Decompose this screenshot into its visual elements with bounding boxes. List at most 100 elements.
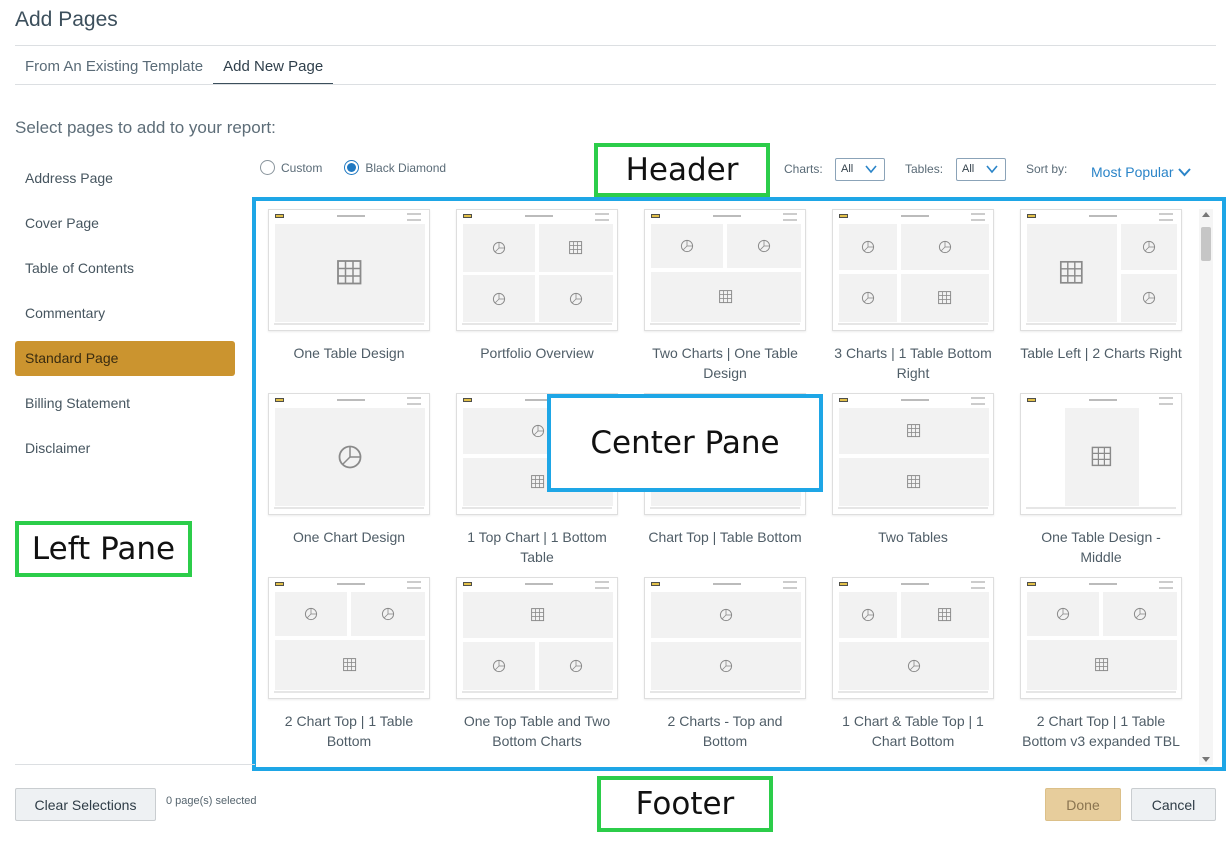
annotation-header: Header	[594, 143, 770, 197]
pie-chart-icon	[719, 659, 733, 673]
thumbnail-chart-panel	[539, 642, 613, 690]
thumbnail-footer-line	[1026, 323, 1176, 325]
radio-black-diamond-circle[interactable]	[344, 160, 360, 175]
thumbnail-table-panel	[839, 458, 989, 506]
template-card[interactable]: Two Tables	[832, 393, 994, 547]
thumbnail-chart-panel	[727, 224, 801, 268]
template-thumbnail[interactable]	[456, 577, 618, 699]
left-pane-nav: Address Page Cover Page Table of Content…	[15, 161, 235, 476]
template-card[interactable]: Two Charts | One Table Design	[644, 209, 806, 383]
table-icon	[938, 291, 952, 305]
thumbnail-footer-line	[838, 323, 988, 325]
thumbnail-chart-panel	[463, 642, 535, 690]
template-thumbnail[interactable]	[832, 209, 994, 331]
template-thumbnail[interactable]	[456, 209, 618, 331]
nav-item-table-of-contents[interactable]: Table of Contents	[25, 260, 134, 276]
nav-item-cover-page[interactable]: Cover Page	[25, 215, 99, 231]
radio-custom-circle[interactable]	[260, 160, 275, 175]
nav-item-standard-page[interactable]: Standard Page	[15, 341, 235, 376]
nav-item-address-page[interactable]: Address Page	[25, 170, 113, 186]
template-thumbnail[interactable]	[1020, 577, 1182, 699]
radio-custom-label: Custom	[281, 160, 323, 175]
sort-dropdown[interactable]: Most Popular	[1091, 164, 1192, 180]
pie-chart-icon	[757, 239, 771, 253]
template-card[interactable]: 3 Charts | 1 Table Bottom Right	[832, 209, 994, 383]
annotation-footer-text: Footer	[635, 786, 735, 822]
template-thumbnail[interactable]	[832, 577, 994, 699]
thumbnail-chart-panel	[839, 642, 989, 690]
template-thumbnail[interactable]	[268, 577, 430, 699]
template-thumbnail[interactable]	[644, 577, 806, 699]
thumbnail-table-panel	[539, 224, 613, 272]
template-label: One Chart Design	[292, 529, 406, 545]
tables-filter-select[interactable]: All	[956, 158, 1006, 181]
template-thumbnail[interactable]	[1020, 209, 1182, 331]
done-button[interactable]: Done	[1045, 788, 1121, 821]
template-thumbnail[interactable]	[832, 393, 994, 515]
instruction-text: Select pages to add to your report:	[15, 118, 276, 137]
template-card[interactable]: 1 Chart & Table Top | 1 Chart Bottom	[832, 577, 994, 751]
template-card[interactable]: 2 Charts - Top and Bottom	[644, 577, 806, 751]
thumbnail-table-panel	[1027, 640, 1177, 690]
template-card[interactable]: Portfolio Overview	[456, 209, 618, 363]
template-card[interactable]: One Top Table and Two Bottom Charts	[456, 577, 618, 751]
thumbnail-logo	[275, 214, 284, 218]
pie-chart-icon	[861, 291, 875, 305]
thumbnail-table-panel	[1065, 408, 1139, 506]
template-card[interactable]: One Table Design	[268, 209, 430, 363]
nav-item-disclaimer[interactable]: Disclaimer	[25, 440, 91, 456]
nav-item-billing-statement[interactable]: Billing Statement	[25, 395, 131, 411]
template-card[interactable]: One Table Design - Middle	[1020, 393, 1182, 567]
thumbnail-footer-line	[274, 691, 424, 693]
radio-black-diamond[interactable]: Black Diamond	[344, 160, 446, 175]
nav-item-commentary[interactable]: Commentary	[25, 305, 106, 321]
footer-divider	[15, 764, 255, 765]
center-scrollbar[interactable]	[1199, 209, 1213, 765]
radio-custom[interactable]: Custom	[260, 160, 322, 175]
annotation-left-pane-text: Left Pane	[31, 531, 176, 567]
thumbnail-logo	[1027, 398, 1036, 402]
scroll-down-arrow[interactable]	[1202, 757, 1210, 762]
charts-filter-label: Charts:	[784, 162, 823, 176]
thumbnail-header-line	[337, 583, 365, 585]
pie-chart-icon	[1142, 240, 1156, 254]
table-icon	[531, 475, 545, 489]
tab-existing-template[interactable]: From An Existing Template	[25, 58, 204, 75]
table-icon	[907, 475, 921, 489]
thumbnail-table-panel	[275, 640, 425, 690]
thumbnail-header-line	[337, 399, 365, 401]
template-thumbnail[interactable]	[644, 209, 806, 331]
template-label: 1 Top Chart | 1 Bottom Table	[467, 529, 607, 565]
scroll-thumb[interactable]	[1201, 227, 1211, 261]
thumbnail-chart-panel	[1027, 592, 1099, 636]
sort-label: Sort by:	[1026, 162, 1068, 176]
template-thumbnail[interactable]	[1020, 393, 1182, 515]
template-card[interactable]: Table Left | 2 Charts Right	[1020, 209, 1182, 363]
thumbnail-table-panel	[839, 408, 989, 454]
pie-chart-icon	[304, 607, 318, 621]
template-thumbnail[interactable]	[268, 393, 430, 515]
tab-add-new-page[interactable]: Add New Page	[213, 51, 334, 85]
thumbnail-footer-line	[274, 323, 424, 325]
template-label: One Table Design	[293, 345, 405, 361]
template-card[interactable]: 2 Chart Top | 1 Table Bottom	[268, 577, 430, 751]
thumbnail-header-info	[1159, 581, 1173, 589]
table-icon	[569, 241, 583, 255]
template-label: Chart Top | Table Bottom	[648, 529, 802, 545]
thumbnail-chart-panel	[275, 592, 347, 636]
template-label: 3 Charts | 1 Table Bottom Right	[834, 345, 992, 381]
template-label: 2 Chart Top | 1 Table Bottom	[284, 713, 414, 749]
charts-filter-select[interactable]: All	[835, 158, 885, 181]
thumbnail-chart-panel	[463, 224, 535, 272]
thumbnail-header-line	[901, 399, 929, 401]
template-thumbnail[interactable]	[268, 209, 430, 331]
template-card[interactable]: 2 Chart Top | 1 Table Bottom v3 expanded…	[1020, 577, 1182, 751]
template-card[interactable]: One Chart Design	[268, 393, 430, 547]
pie-chart-icon	[719, 608, 733, 622]
clear-selections-button[interactable]: Clear Selections	[15, 788, 156, 821]
cancel-button[interactable]: Cancel	[1131, 788, 1216, 821]
annotation-footer: Footer	[597, 776, 773, 832]
thumbnail-logo	[651, 582, 660, 586]
scroll-up-arrow[interactable]	[1202, 212, 1210, 217]
